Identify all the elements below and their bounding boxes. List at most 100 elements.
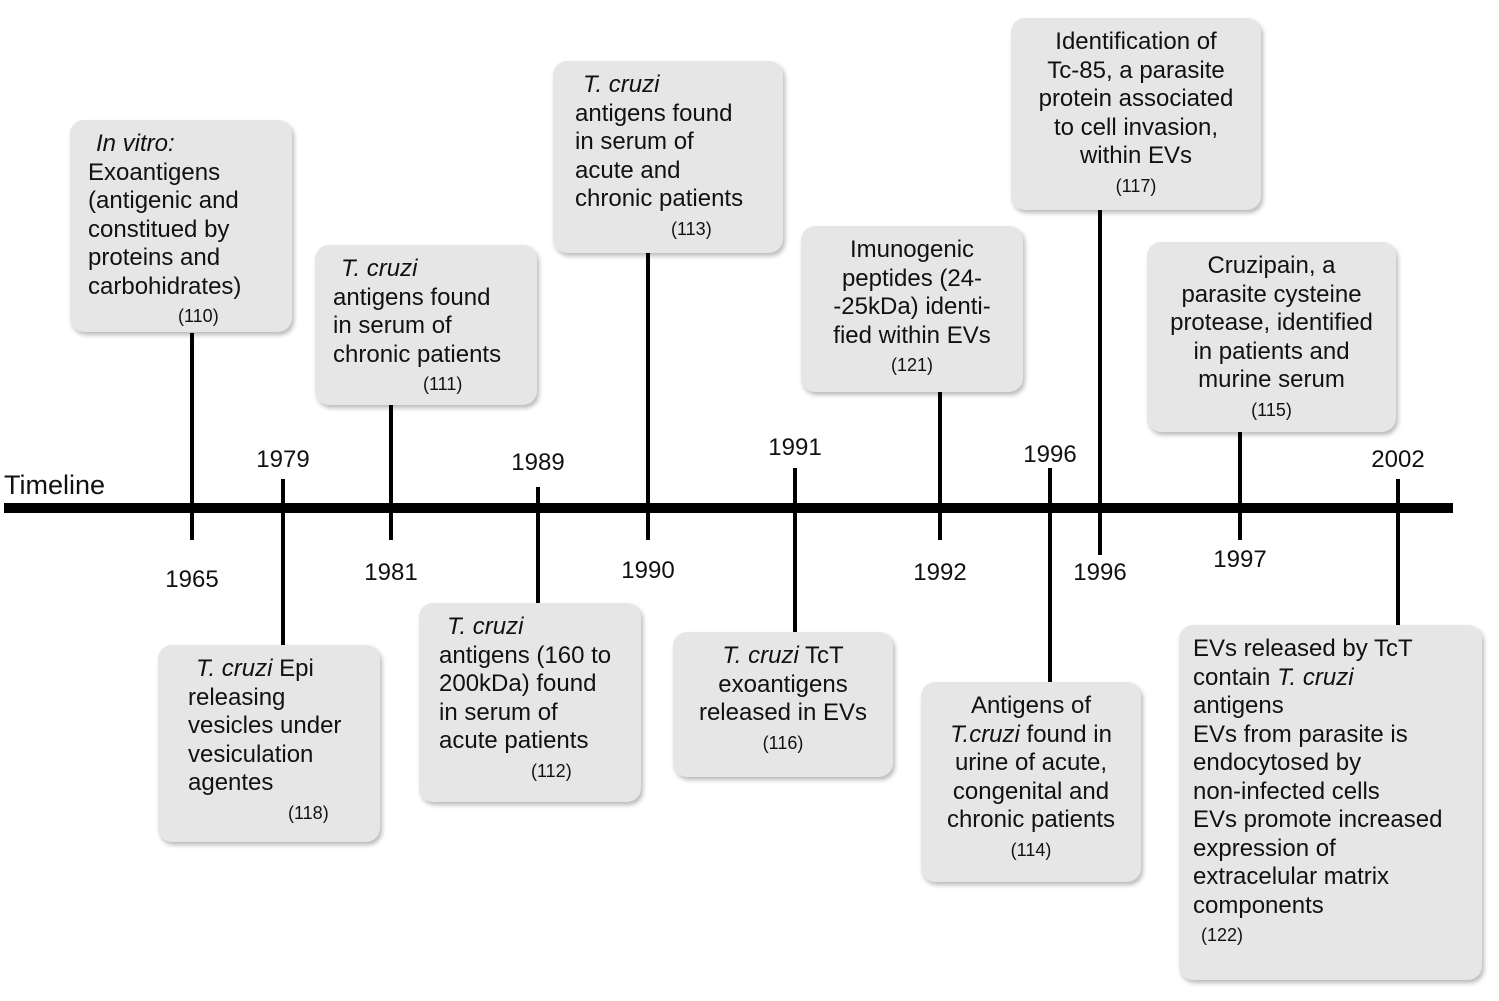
text-segment: congenital and [952,777,1110,805]
italic-term: T. cruzi [341,255,418,282]
reference-number: (110) [178,306,219,326]
text-segment: chronic patients [575,185,744,212]
text-segment: acute patients [439,727,589,754]
italic-term: T. cruzi [447,613,524,640]
event-text-line: expression of [1193,835,1476,864]
event-text-line: vesiculation [188,741,374,770]
text-segment: constitued by [88,215,230,243]
timeline-tick [389,405,393,540]
text-segment: exoantigens [718,670,848,698]
italic-term: In vitro: [96,130,175,157]
text-segment: protein associated [1038,85,1234,112]
text-segment: in serum of [575,128,694,155]
timeline-title: Timeline [4,470,106,500]
text-segment: -25kDa) identi- [833,293,991,320]
text-segment: carbohidrates) [88,272,242,300]
event-text-line: released in EVs [683,699,883,728]
italic-term: T.cruzi [950,720,1020,748]
reference-number: (116) [762,732,804,753]
event-text-line: antigens found [333,284,531,313]
event-text-line: non-infected cells [1193,778,1476,807]
text-segment: chronic patients [333,340,502,368]
text-segment: Identification of [1055,28,1217,55]
text-segment: Imunogenic [849,236,975,263]
text-segment: in serum of [333,312,452,339]
text-segment: EVs released by TcT [1193,635,1413,662]
event-text-line: peptides (24- [811,265,1013,294]
text-segment: antigens [1193,692,1284,719]
event-text-line: parasite cysteine [1157,281,1386,310]
italic-term: T. cruzi [196,655,273,682]
text-segment: components [1193,891,1324,919]
year-label: 1989 [511,449,565,476]
italic-term: T. cruzi [1277,663,1354,691]
text-segment: agentes [188,769,274,796]
text-segment: within EVs [1079,142,1193,169]
event-text-line: 200kDa) found [439,670,635,699]
event-text-line: releasing [188,684,374,713]
event-text-line: Imunogenic [811,236,1013,265]
event-text-line: vesicles under [188,712,374,741]
year-label: 1992 [913,559,967,586]
reference-number: (111) [423,374,463,394]
reference-number: (121) [890,355,934,375]
text-segment: proteins and [88,244,221,271]
event-text-line: -25kDa) identi- [811,293,1013,322]
event-text-line: congenital and [931,778,1131,807]
event-text-line: In vitro: [88,130,286,159]
text-segment: vesicles under [188,712,342,739]
event-text-line: Antigens of [931,692,1131,721]
text-segment: contain [1193,663,1278,691]
text-segment: found in [1019,720,1112,748]
italic-term: T. cruzi [583,71,660,98]
reference-number: (117) [1115,175,1157,196]
event-text-line: Exoantigens [88,159,286,188]
year-label: 1979 [256,446,310,473]
reference-number: (115) [1251,399,1292,420]
text-segment: TcT [798,642,844,669]
event-text-line: antigens [1193,692,1476,721]
timeline-tick [1048,468,1052,682]
text-segment: in patients and [1193,337,1350,365]
event-text-line: carbohidrates) [88,273,286,302]
event-text-line: within EVs [1021,142,1251,171]
event-text-line: EVs promote increased [1193,806,1476,835]
timeline-tick [190,333,194,540]
reference-number: (122) [1201,925,1244,945]
year-label: 1965 [165,566,219,593]
timeline-tick [938,392,942,540]
event-text-line: proteins and [88,244,286,273]
timeline-tick [1238,432,1242,540]
text-segment: parasite cysteine [1181,280,1362,308]
event-text-line: in serum of [333,312,531,341]
event-text-line: chronic patients [931,806,1131,835]
text-segment: releasing [188,683,286,711]
event-text-line: components [1193,892,1476,921]
text-segment: murine serum [1198,366,1345,393]
timeline-tick [281,479,285,645]
event-text-line: chronic patients [333,341,531,370]
event-text-line: chronic patients [575,185,777,214]
timeline-tick [793,468,797,632]
text-segment: EVs promote increased [1193,806,1443,833]
event-text-line: antigens (160 to [439,642,635,671]
timeline-tick [1098,210,1102,555]
reference-number: (112) [531,760,572,781]
event-text-line: urine of acute, [931,749,1131,778]
year-label: 1990 [621,557,675,584]
event-text-line: in serum of [575,128,777,157]
event-text-line: in serum of [439,699,635,728]
year-label: 2002 [1371,446,1425,473]
event-text-line: exoantigens [683,671,883,700]
text-segment: antigens (160 to [439,641,612,669]
text-segment: to cell invasion, [1053,113,1219,141]
text-segment: released in EVs [698,699,868,726]
text-segment: antigens found [333,283,491,311]
